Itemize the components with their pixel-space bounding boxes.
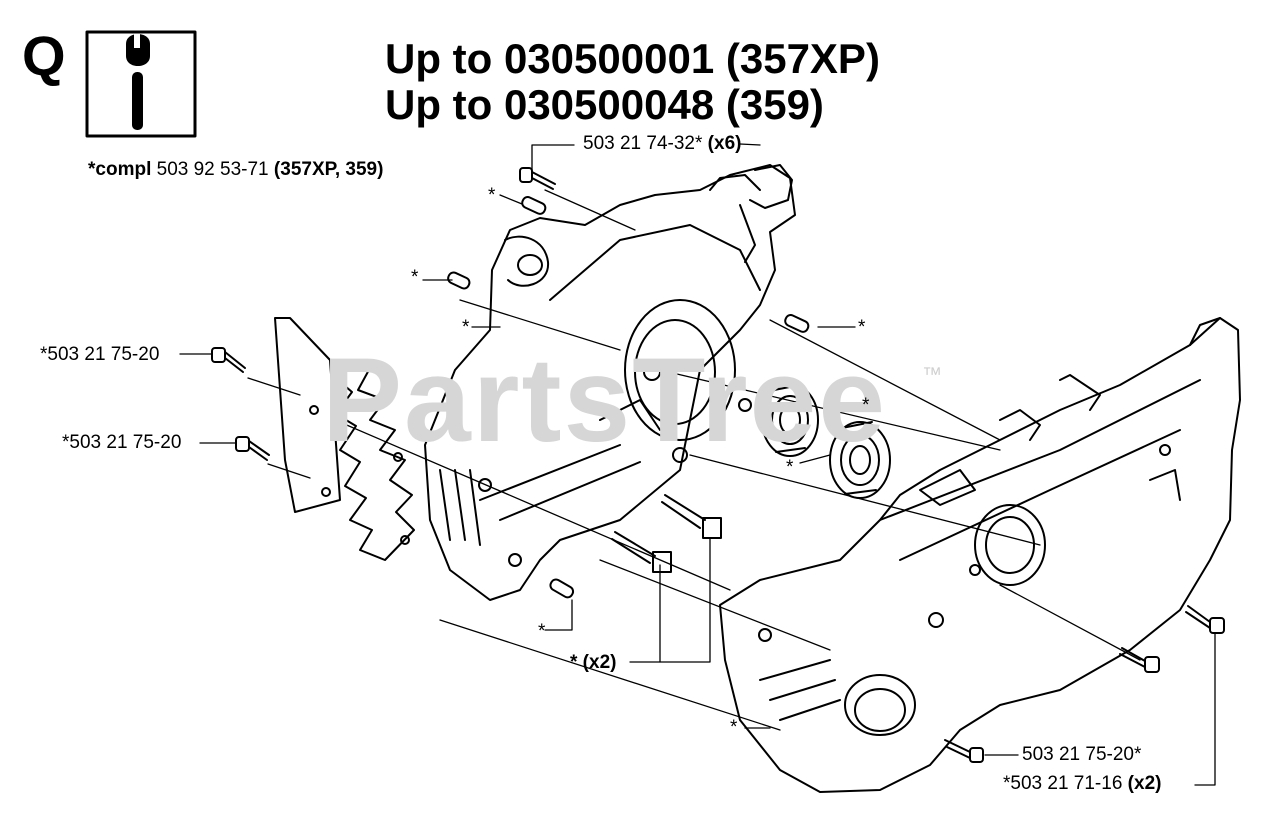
pin-3: [784, 314, 810, 333]
asterisk-pin-2: *: [411, 267, 419, 288]
callout-top-screw-number: 503 21 74-32*: [583, 133, 703, 154]
pin-2: [447, 271, 471, 290]
screw-left-lower: [235, 436, 270, 461]
asterisk-case-right: *: [730, 717, 738, 738]
callout-right-bolts: *503 21 71-16 (x2): [1003, 774, 1161, 793]
asterisk-pin-3: *: [858, 317, 866, 338]
side-plate: [274, 317, 341, 513]
bearing-2: [829, 421, 891, 499]
asterisk-bearing-2: *: [786, 457, 794, 478]
callout-top-screw: 503 21 74-32* (x6): [583, 134, 741, 153]
callout-right-screw: 503 21 75-20*: [1022, 744, 1142, 765]
screw-right-low: [944, 739, 984, 763]
bolt-1: [661, 494, 722, 539]
wrench-icon: [126, 34, 150, 130]
pin-4: [549, 578, 575, 599]
trademark-symbol: ™: [922, 364, 942, 386]
title-line-2: Up to 030500048 (359): [385, 81, 824, 128]
asterisk-case-half: *: [462, 317, 470, 338]
callout-top-screw-qty: (x6): [707, 133, 742, 154]
callout-bolt-pair: * (x2): [570, 652, 617, 673]
bolt-2: [611, 531, 672, 573]
crankcase-half-left: [424, 164, 796, 601]
bearing-1: [761, 383, 819, 457]
compl-prefix: *compl: [88, 159, 152, 180]
callout-right-bolts-qty: (x2): [1127, 773, 1162, 794]
tool-icon-box: [85, 30, 197, 138]
compl-note: *compl 503 92 53-71 (357XP, 359): [88, 160, 383, 179]
title-line-1: Up to 030500001 (357XP): [385, 35, 880, 82]
section-letter: Q: [22, 24, 66, 87]
screw-left-upper: [211, 347, 246, 373]
callout-right-bolts-number: *503 21 71-16: [1003, 773, 1123, 794]
leader-lines: [179, 143, 1216, 786]
screw-right-2: [1119, 647, 1160, 673]
asterisk-bearing-1: *: [862, 395, 870, 416]
callout-left-screw-upper: *503 21 75-20: [40, 344, 160, 365]
watermark: PartsTree: [322, 333, 888, 467]
crankcase-half-right: [719, 317, 1241, 793]
compl-models: (357XP, 359): [273, 159, 384, 180]
compl-number: 503 92 53-71: [156, 159, 269, 180]
callout-left-screw-lower: *503 21 75-20: [62, 432, 182, 453]
asterisk-pin-4: *: [538, 621, 546, 642]
screw-right-1: [1185, 605, 1225, 634]
serrated-guard: [335, 364, 415, 561]
screw-top: [519, 167, 556, 190]
asterisk-pin-1: *: [488, 185, 496, 206]
pin-1: [521, 196, 547, 215]
